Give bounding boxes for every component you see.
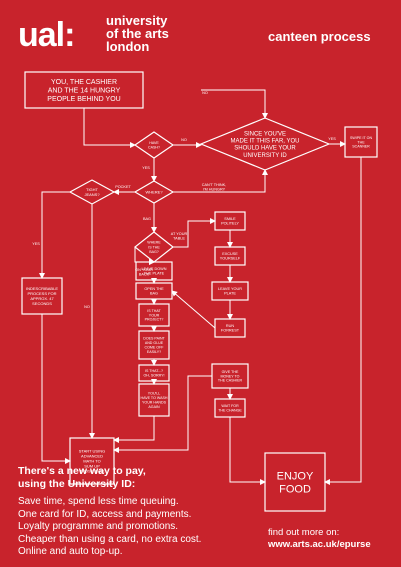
node-wait-change-box (214, 398, 246, 418)
node-is-project-box (138, 303, 170, 327)
node-enjoy-box (264, 452, 326, 512)
flow-arrow (39, 191, 70, 279)
label-yes-cash: YES (142, 166, 150, 170)
flow-shapes (21, 71, 378, 512)
node-is-that-box (138, 364, 170, 382)
flow-arrow (171, 290, 216, 329)
node-since-made-diamond (199, 117, 331, 171)
node-smile-box (214, 211, 246, 231)
node-paint-glue-box (138, 330, 170, 360)
promo-benefit: Cheaper than using a card, no extra cost… (18, 533, 202, 545)
epurse-link[interactable]: www.arts.ac.uk/epurse (268, 539, 371, 550)
flow-arrow (173, 169, 268, 193)
promo-heading-line: using the University ID: (18, 478, 136, 490)
university-name: university of the arts london (106, 14, 169, 53)
promo-benefit: One card for ID, access and payments. (18, 508, 192, 520)
flow-arrow (201, 89, 268, 119)
label-no: NO (202, 91, 208, 95)
promo-benefits: Save time, spend less time queuing. One … (18, 496, 268, 559)
label-yes-id: YES (328, 137, 336, 141)
more-info: find out more on: www.arts.ac.uk/epurse (268, 527, 371, 551)
university-name-line: of the arts (106, 26, 169, 41)
node-tight-jeans-diamond (68, 179, 116, 205)
label-cant-think: CAN'T THINK,I'M HUNGRY (202, 183, 226, 192)
node-have-cash-diamond (133, 131, 175, 159)
label-bag: BAG (143, 217, 151, 221)
promo-benefit: Save time, spend less time queuing. (18, 496, 179, 507)
label-no-jeans: NO (84, 305, 90, 309)
node-advanced-math-box (69, 437, 115, 485)
node-excuse-box (214, 246, 246, 266)
node-run-box (214, 318, 246, 338)
label-yes-jeans: YES (32, 242, 40, 246)
label-pocket: POCKET (115, 185, 131, 189)
university-name-line: university (106, 13, 168, 28)
node-start-box (24, 71, 144, 109)
promo-benefit: Loyalty programme and promotions. (18, 521, 179, 532)
flow-arrow (324, 157, 362, 485)
node-leave-plate-left-box (135, 261, 173, 281)
flow-connectors (39, 89, 362, 485)
flow-arrow (229, 417, 266, 485)
node-leave-plate-right-box (211, 281, 249, 301)
label-no-cash: NO (181, 138, 187, 142)
flow-arrow (173, 218, 216, 248)
promo-block: There's a new way to pay, using the Univ… (18, 465, 268, 559)
node-where-text: WHERE? (145, 189, 163, 194)
university-name-line: london (106, 39, 150, 54)
node-give-money-box (211, 363, 249, 389)
flow-arrow (83, 108, 136, 148)
node-wash-hands-box (138, 383, 170, 417)
promo-heading-line: There's a new way to pay, (18, 465, 146, 477)
flow-arrow (113, 416, 155, 443)
page-title: canteen process (268, 29, 371, 44)
node-swipe-box (344, 126, 378, 158)
node-where-diamond (133, 180, 175, 204)
promo-heading: There's a new way to pay, using the Univ… (18, 465, 268, 491)
node-is-that-text: IS THAT...?OH, SORRY! (143, 369, 164, 377)
ual-logo: ual: (18, 16, 75, 54)
node-indescribable-box (21, 277, 63, 315)
flow-arrow (41, 314, 71, 464)
find-more-text: find out more on: (268, 527, 340, 538)
node-open-bag-box (135, 282, 173, 300)
flow-arrow (113, 375, 212, 453)
promo-benefit: Online and auto top-up. (18, 546, 123, 557)
